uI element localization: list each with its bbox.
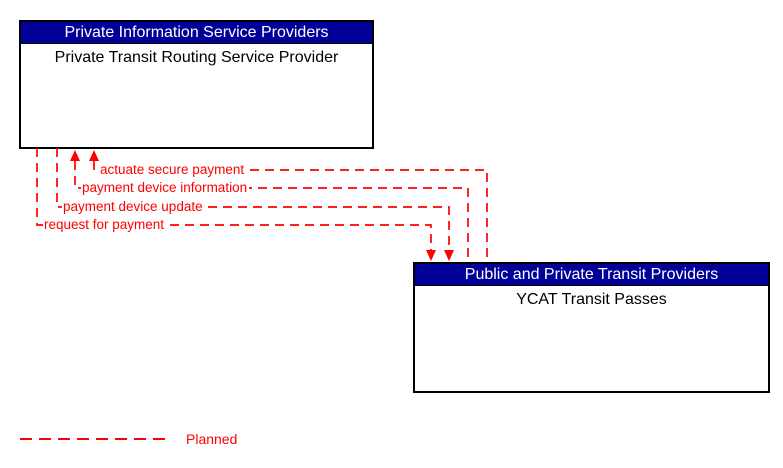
entity-public-and-private-transit-providers[interactable]: Public and Private Transit Providers YCA… <box>413 262 770 393</box>
entity-private-information-service-providers[interactable]: Private Information Service Providers Pr… <box>19 20 374 149</box>
flow-label-actuate-secure-payment[interactable]: actuate secure payment <box>99 162 247 178</box>
legend-planned-label: Planned <box>186 431 238 447</box>
flow-label-payment-device-update[interactable]: payment device update <box>62 199 205 215</box>
entity-header-private-information-service-providers[interactable]: Private Information Service Providers <box>21 22 372 44</box>
flow-label-payment-device-information[interactable]: payment device information <box>81 180 250 196</box>
arrow-down-request-for-payment <box>426 250 436 261</box>
entity-name-ycat-transit-passes[interactable]: YCAT Transit Passes <box>516 291 667 308</box>
arrow-up-actuate-secure-payment <box>89 150 99 161</box>
flow-label-request-for-payment[interactable]: request for payment <box>43 217 167 233</box>
arrow-down-payment-device-update <box>444 250 454 261</box>
arrow-up-payment-device-information <box>70 150 80 161</box>
entity-header-public-and-private-transit-providers[interactable]: Public and Private Transit Providers <box>415 264 768 286</box>
entity-name-private-transit-routing-service-provider[interactable]: Private Transit Routing Service Provider <box>54 49 339 66</box>
